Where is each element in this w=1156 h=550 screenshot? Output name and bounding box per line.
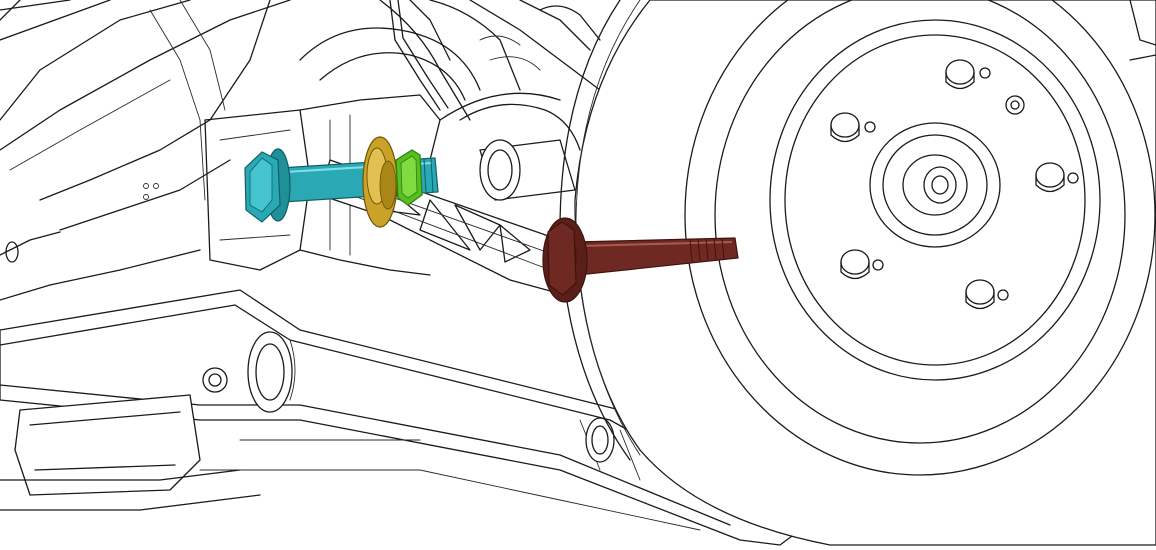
wheel-stud (840, 249, 884, 280)
lower-control-arm (0, 289, 801, 546)
long-bolt (542, 217, 739, 303)
cam-washer (362, 136, 398, 228)
brake-rotor (559, 0, 1156, 546)
flange-nut (395, 149, 423, 206)
wheel-stud (965, 279, 1009, 310)
wheel-stud (830, 112, 876, 143)
wheel-stud (1035, 162, 1079, 193)
wheel-stud (945, 59, 991, 90)
